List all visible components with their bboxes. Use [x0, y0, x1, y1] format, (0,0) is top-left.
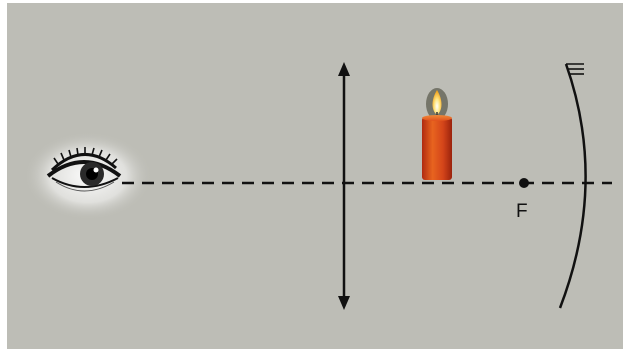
eye-icon — [24, 132, 152, 220]
focal-point — [519, 178, 529, 188]
candle-icon — [422, 88, 452, 180]
focus-label: F — [516, 201, 528, 222]
